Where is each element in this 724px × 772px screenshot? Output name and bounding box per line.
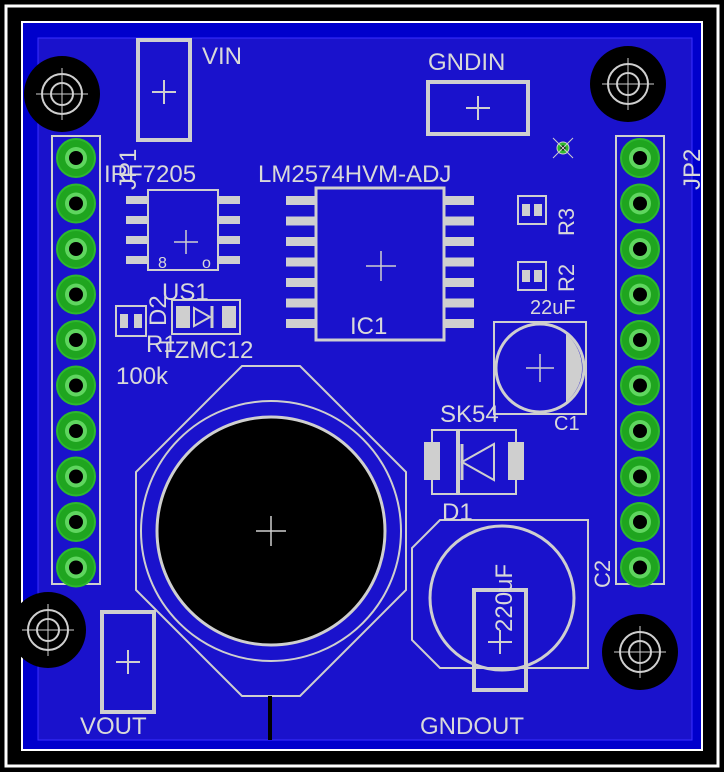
r1-footprint: [115, 305, 147, 337]
r2-footprint: [517, 261, 547, 291]
inductor-footprint: [135, 365, 407, 740]
through-hole-pad-icon: [620, 183, 660, 224]
smd-pad-icon: [444, 237, 474, 246]
mounting-hole-icon: [602, 614, 678, 690]
through-hole-pad-icon: [620, 411, 660, 451]
through-hole-pad-icon: [620, 365, 660, 406]
jp1-label: JP1: [115, 149, 142, 190]
jp1-header: [51, 135, 101, 588]
through-hole-pad-icon: [56, 502, 96, 542]
irf7205-label: IRF7205: [104, 161, 196, 188]
through-hole-pad-icon: [620, 274, 660, 315]
c1-footprint: [493, 321, 587, 415]
d2-label: D2: [145, 295, 172, 326]
smd-pad-icon: [126, 256, 148, 264]
smd-pad-icon: [444, 298, 474, 308]
gndout-label: GNDOUT: [420, 713, 524, 740]
r2-label: R2: [554, 264, 579, 292]
c1-value-label: 22uF: [530, 297, 576, 319]
jp2-header: [615, 135, 665, 588]
smd-pad-icon: [444, 257, 474, 267]
smd-pad-icon: [444, 196, 474, 205]
board-outline: [4, 4, 720, 768]
ic1-label: IC1: [350, 313, 387, 340]
through-hole-pad-icon: [56, 183, 96, 224]
d2-footprint: [171, 299, 241, 335]
smd-pad-icon: [444, 216, 474, 226]
c2-value-label: 220uF: [491, 564, 518, 632]
pin8-label: 8: [158, 255, 167, 272]
mounting-hole-icon: [24, 56, 100, 132]
through-hole-pad-icon: [56, 411, 96, 451]
through-hole-pad-icon: [620, 456, 660, 497]
through-hole-pad-icon: [56, 320, 96, 360]
smd-pad-icon: [286, 237, 316, 246]
smd-pad-icon: [444, 278, 474, 287]
smd-pad-icon: [286, 278, 316, 287]
d1-footprint: [424, 429, 524, 495]
mounting-hole-icon: [10, 592, 86, 668]
through-hole-pad-icon: [56, 456, 96, 497]
through-hole-pad-icon: [620, 547, 660, 588]
pin-o-label: o: [202, 255, 211, 272]
vin-label: VIN: [202, 43, 242, 70]
c1-label: C1: [554, 413, 580, 435]
smd-pad-icon: [286, 298, 316, 308]
through-hole-pad-icon: [620, 229, 660, 269]
smd-pad-icon: [126, 216, 148, 224]
ic1-footprint: [286, 186, 474, 342]
smd-pad-icon: [218, 256, 240, 264]
smd-pad-icon: [286, 196, 316, 205]
mounting-hole-icon: [590, 46, 666, 122]
us1-label: US1: [162, 279, 209, 306]
through-hole-pad-icon: [620, 502, 660, 542]
vout-label: VOUT: [80, 713, 147, 740]
sk54-label: SK54: [440, 401, 499, 428]
c2-label: C2: [590, 560, 615, 588]
tzmc12-label: TZMC12: [160, 337, 253, 364]
copper-pour-inner: [37, 37, 693, 741]
smd-pad-icon: [286, 319, 316, 328]
gndin-label: GNDIN: [428, 49, 505, 76]
smd-pad-icon: [286, 257, 316, 267]
smd-pad-icon: [218, 216, 240, 224]
irf7205-footprint: [126, 189, 240, 271]
smd-pad-icon: [126, 196, 148, 204]
c2-footprint: [411, 519, 589, 672]
through-hole-pad-icon: [620, 138, 660, 178]
smd-pad-icon: [286, 216, 316, 226]
via-icon: [552, 137, 574, 159]
smd-pad-icon: [218, 196, 240, 204]
r3-label: R3: [554, 208, 579, 236]
jp2-label: JP2: [679, 149, 706, 190]
r1-value-label: 100k: [116, 363, 169, 390]
gndout-terminal: [472, 588, 528, 692]
through-hole-pad-icon: [56, 229, 96, 269]
lm2574-label: LM2574HVM-ADJ: [258, 161, 451, 188]
vin-terminal: [136, 38, 192, 142]
smd-pad-icon: [126, 236, 148, 244]
through-hole-pad-icon: [56, 365, 96, 406]
r3-footprint: [517, 195, 547, 225]
smd-pad-icon: [444, 319, 474, 328]
d1-label: D1: [442, 499, 473, 526]
r1-label: R1: [146, 331, 177, 358]
through-hole-pad-icon: [56, 547, 96, 588]
smd-pad-icon: [218, 236, 240, 244]
through-hole-pad-icon: [620, 320, 660, 360]
vout-terminal: [100, 610, 156, 714]
gndin-terminal: [426, 80, 530, 136]
through-hole-pad-icon: [56, 274, 96, 315]
through-hole-pad-icon: [56, 138, 96, 178]
